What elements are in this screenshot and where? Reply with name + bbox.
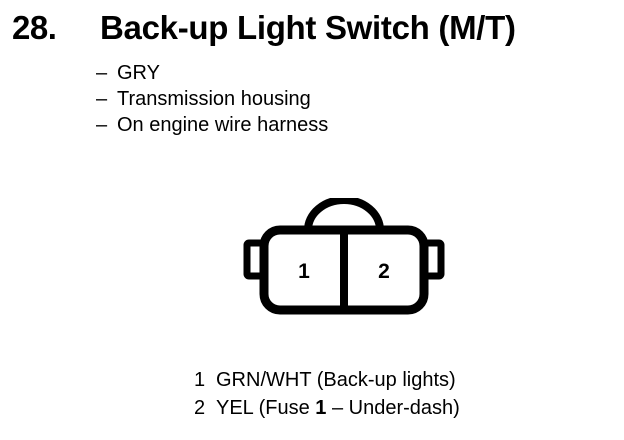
pin-legend: 1 GRN/WHT (Back-up lights) 2 YEL (Fuse 1… bbox=[194, 366, 614, 422]
spec-item-wire-color: – GRY bbox=[96, 60, 556, 86]
spec-item-location: – Transmission housing bbox=[96, 86, 556, 112]
spec-item-label: Transmission housing bbox=[117, 88, 311, 110]
pin-legend-fuse-number: 1 bbox=[315, 397, 327, 419]
connector-diagram: 1 2 bbox=[238, 198, 450, 320]
connector-drawing: 1 2 bbox=[243, 198, 445, 315]
spec-item-label: GRY bbox=[117, 62, 160, 84]
pin-legend-row-1: 1 GRN/WHT (Back-up lights) bbox=[194, 366, 614, 394]
pin-legend-text-prefix: YEL (Fuse bbox=[216, 397, 316, 419]
pin-legend-description: YEL (Fuse 1 – Under-dash) bbox=[216, 394, 460, 422]
arch-latch-icon bbox=[304, 198, 384, 231]
dash-bullet-icon: – bbox=[96, 62, 108, 84]
pin-legend-number: 1 bbox=[194, 369, 206, 391]
page-title: Back-up Light Switch (M/T) bbox=[100, 9, 516, 46]
pin-legend-text-prefix: GRN/WHT (Back-up lights) bbox=[216, 369, 456, 391]
pin-legend-description: GRN/WHT (Back-up lights) bbox=[216, 366, 456, 394]
spec-item-label: On engine wire harness bbox=[117, 114, 329, 136]
spec-list: – GRY – Transmission housing – On engine… bbox=[96, 60, 556, 138]
cavity-label-1: 1 bbox=[298, 260, 310, 283]
dash-bullet-icon: – bbox=[96, 114, 108, 136]
pin-legend-row-2: 2 YEL (Fuse 1 – Under-dash) bbox=[194, 394, 614, 422]
pin-legend-number: 2 bbox=[194, 397, 206, 419]
cavity-label-2: 2 bbox=[378, 260, 390, 283]
spec-item-harness: – On engine wire harness bbox=[96, 112, 556, 138]
pin-legend-text-suffix: – Under-dash) bbox=[326, 397, 460, 419]
page-header: 28. Back-up Light Switch (M/T) bbox=[0, 8, 624, 50]
dash-bullet-icon: – bbox=[96, 88, 108, 110]
section-number: 28. bbox=[12, 9, 57, 46]
